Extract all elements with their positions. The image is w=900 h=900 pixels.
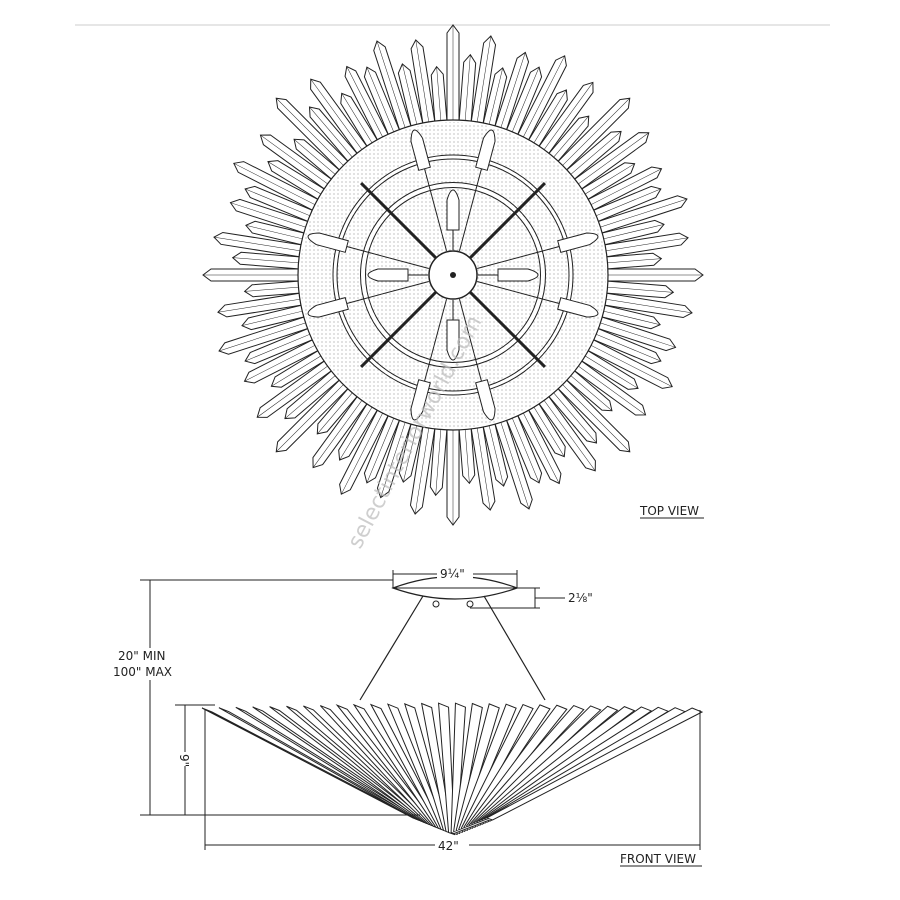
crystal-spike-front [450, 702, 466, 836]
candle-bulb [446, 189, 460, 250]
height-min-label: 20" MIN [118, 649, 165, 663]
canopy-width-label: 9¼" [440, 567, 465, 581]
candle-bulb [477, 280, 599, 318]
crystal-spike-front [455, 703, 500, 834]
candle-bulb [446, 300, 460, 361]
crystal-spike [446, 24, 460, 136]
crystal-spike-front [472, 705, 619, 826]
candle-bulb [478, 268, 539, 282]
candle-bulb [458, 129, 496, 251]
fixture-height-label: 9" [177, 754, 191, 767]
crystal-spike-front [453, 702, 483, 835]
cable-left [359, 595, 424, 701]
canopy-height-label: 2⅛" [568, 591, 593, 605]
candle-bulb [307, 232, 429, 270]
crystal-spike-front [465, 704, 568, 829]
candle-bulb [410, 299, 448, 421]
crystal-spike-front [467, 704, 585, 828]
crystal-spike [446, 414, 460, 526]
crystal-spikes-front [201, 702, 704, 836]
crystal-spike-front [437, 702, 456, 836]
crystal-spike-front [485, 707, 704, 821]
candle-bulb [477, 232, 599, 270]
front-view [201, 575, 704, 836]
crystal-spike-front [458, 703, 517, 833]
height-max-label: 100" MAX [113, 665, 172, 679]
top-view-label: TOP VIEW [639, 504, 699, 518]
crystal-spike-front [460, 703, 534, 831]
crystal-spike [202, 268, 314, 282]
candle-bulb [367, 268, 428, 282]
candle-bulb [458, 299, 496, 421]
crystal-spike [592, 268, 704, 282]
candle-bulb [307, 280, 429, 318]
crystal-spike-front [218, 707, 422, 822]
crystal-spike [430, 65, 449, 137]
crystal-spike-front [463, 704, 551, 830]
top-view [202, 24, 704, 526]
fixture-width-label: 42" [438, 839, 459, 853]
front-view-label: FRONT VIEW [620, 852, 696, 866]
crystal-spike-front [470, 705, 602, 827]
cable-right [483, 595, 546, 701]
candle-bulb [410, 129, 448, 251]
